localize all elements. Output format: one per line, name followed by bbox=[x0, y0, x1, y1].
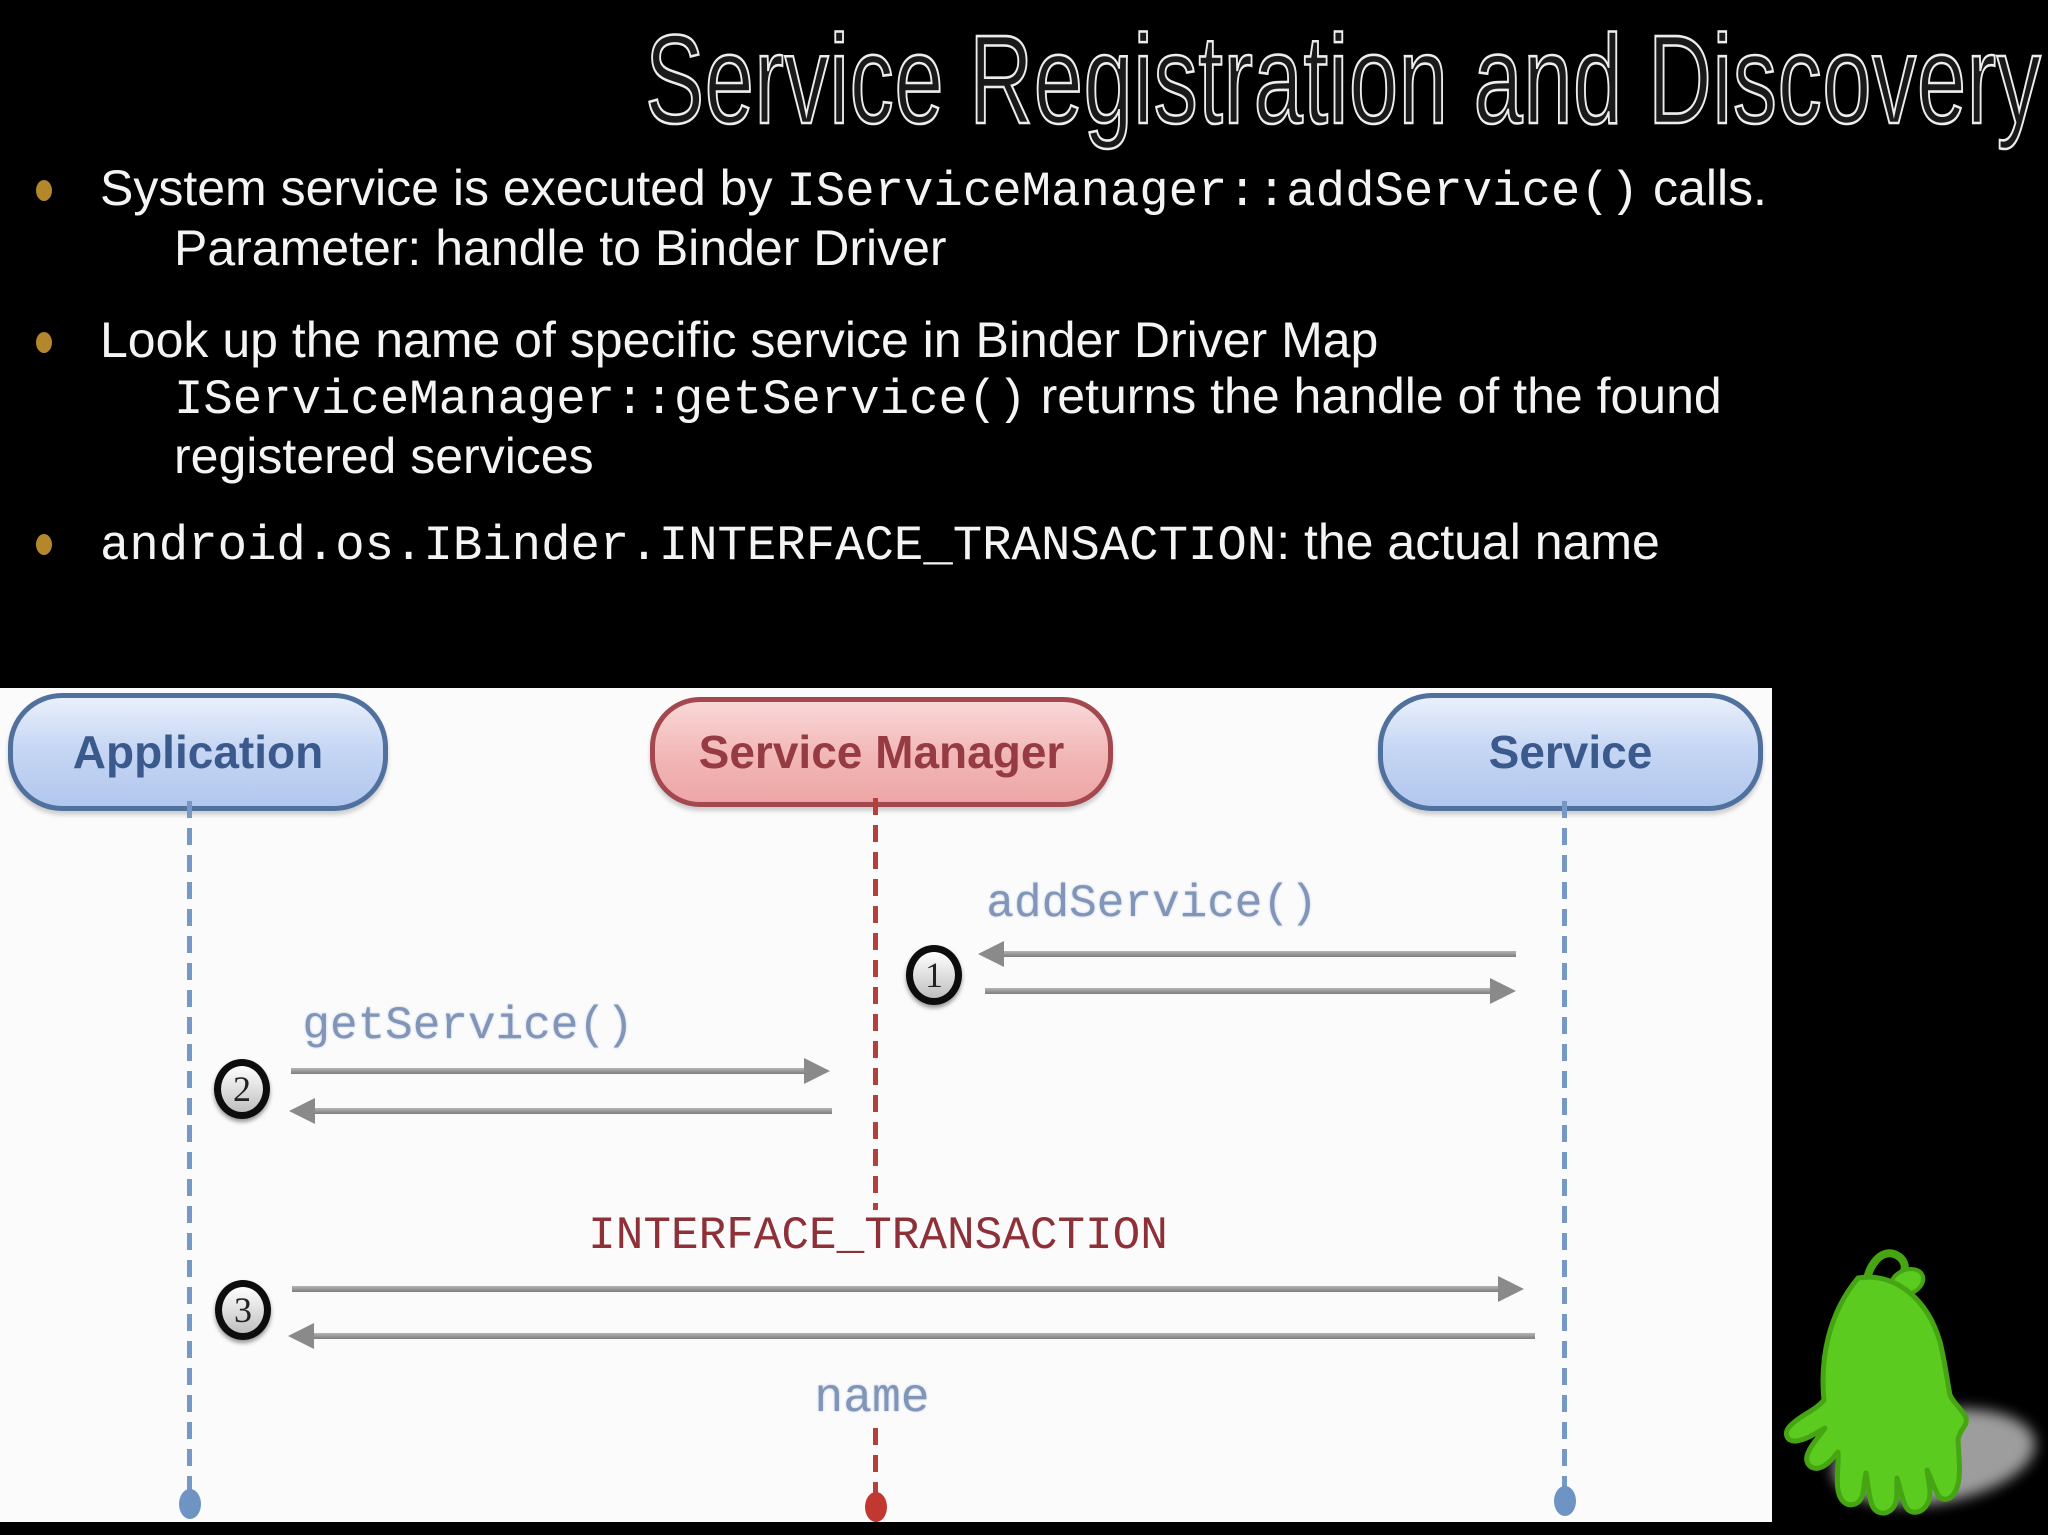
actor-application: Application bbox=[8, 693, 388, 811]
arrow-application-to-service bbox=[292, 1276, 1524, 1302]
bullet-line: Parameter: handle to Binder Driver bbox=[174, 220, 1930, 276]
arrow-manager-to-application bbox=[289, 1098, 832, 1124]
actor-label: Application bbox=[72, 726, 324, 778]
message-label-name: name bbox=[814, 1372, 930, 1426]
bullet-line: android.os.IBinder.INTERFACE_TRANSACTION… bbox=[100, 514, 1930, 574]
code-segment: IServiceManager::getService() bbox=[174, 372, 1027, 428]
arrow-manager-to-service bbox=[985, 978, 1516, 1004]
mascot-body bbox=[1783, 1274, 1969, 1516]
lifeline-service-manager bbox=[873, 798, 878, 1210]
arrow-service-to-manager bbox=[978, 941, 1516, 967]
sequence-diagram: Application Service Manager Service addS… bbox=[0, 688, 1772, 1522]
bullet-dot-icon bbox=[36, 180, 52, 201]
text-segment: calls. bbox=[1639, 160, 1767, 216]
lifeline-application bbox=[187, 801, 192, 1493]
text-segment: System service is executed by bbox=[100, 160, 787, 216]
code-segment: IServiceManager::addService() bbox=[786, 164, 1640, 220]
bullet-dot-icon bbox=[36, 332, 52, 353]
code-segment: android.os.IBinder.INTERFACE_TRANSACTION bbox=[100, 518, 1277, 574]
actor-service: Service bbox=[1378, 693, 1763, 811]
bullet-line: Look up the name of specific service in … bbox=[100, 312, 1930, 368]
bullet-line: IServiceManager::getService() returns th… bbox=[174, 368, 1930, 428]
actor-service-manager: Service Manager bbox=[650, 697, 1113, 807]
step-circle-1: 1 bbox=[906, 945, 962, 1005]
bullet-line: System service is executed by IServiceMa… bbox=[100, 160, 1930, 220]
arrow-application-to-manager bbox=[291, 1058, 830, 1084]
text-segment: : the actual name bbox=[1276, 514, 1660, 570]
bullet-line: registered services bbox=[174, 428, 1930, 484]
message-label-interface-transaction: INTERFACE_TRANSACTION bbox=[588, 1210, 1168, 1262]
step-number: 3 bbox=[234, 1290, 252, 1330]
actor-label: Service Manager bbox=[698, 726, 1065, 778]
text-segment: returns the handle of the found bbox=[1026, 368, 1722, 424]
message-label-getservice: getService() bbox=[302, 1000, 634, 1052]
step-circle-2: 2 bbox=[214, 1059, 270, 1119]
lifeline-end-dot bbox=[865, 1492, 887, 1522]
bullet-dot-icon bbox=[36, 534, 52, 555]
page-title: Service Registration and Discovery bbox=[346, 9, 2048, 174]
lifeline-service-manager bbox=[873, 1428, 878, 1494]
text-segment: Parameter: handle to Binder Driver bbox=[174, 220, 947, 276]
text-segment: Look up the name of specific service in … bbox=[100, 312, 1379, 368]
step-number: 1 bbox=[925, 955, 943, 995]
bullet-item-1: System service is executed by IServiceMa… bbox=[100, 160, 1930, 276]
message-label-addservice: addService() bbox=[986, 878, 1318, 930]
lifeline-end-dot bbox=[1554, 1486, 1576, 1516]
bullet-item-3: android.os.IBinder.INTERFACE_TRANSACTION… bbox=[100, 514, 1930, 574]
step-circle-3: 3 bbox=[215, 1280, 271, 1340]
text-segment: registered services bbox=[174, 428, 594, 484]
step-number: 2 bbox=[233, 1069, 251, 1109]
actor-label: Service bbox=[1488, 726, 1653, 778]
green-ghost-mascot-icon bbox=[1783, 1249, 2036, 1516]
page-title-text: Service Registration and Discovery bbox=[644, 9, 2042, 150]
bullet-item-2: Look up the name of specific service in … bbox=[100, 312, 1930, 484]
lifeline-end-dot bbox=[179, 1489, 201, 1519]
lifeline-service bbox=[1562, 801, 1567, 1489]
arrow-service-to-application bbox=[288, 1323, 1535, 1349]
